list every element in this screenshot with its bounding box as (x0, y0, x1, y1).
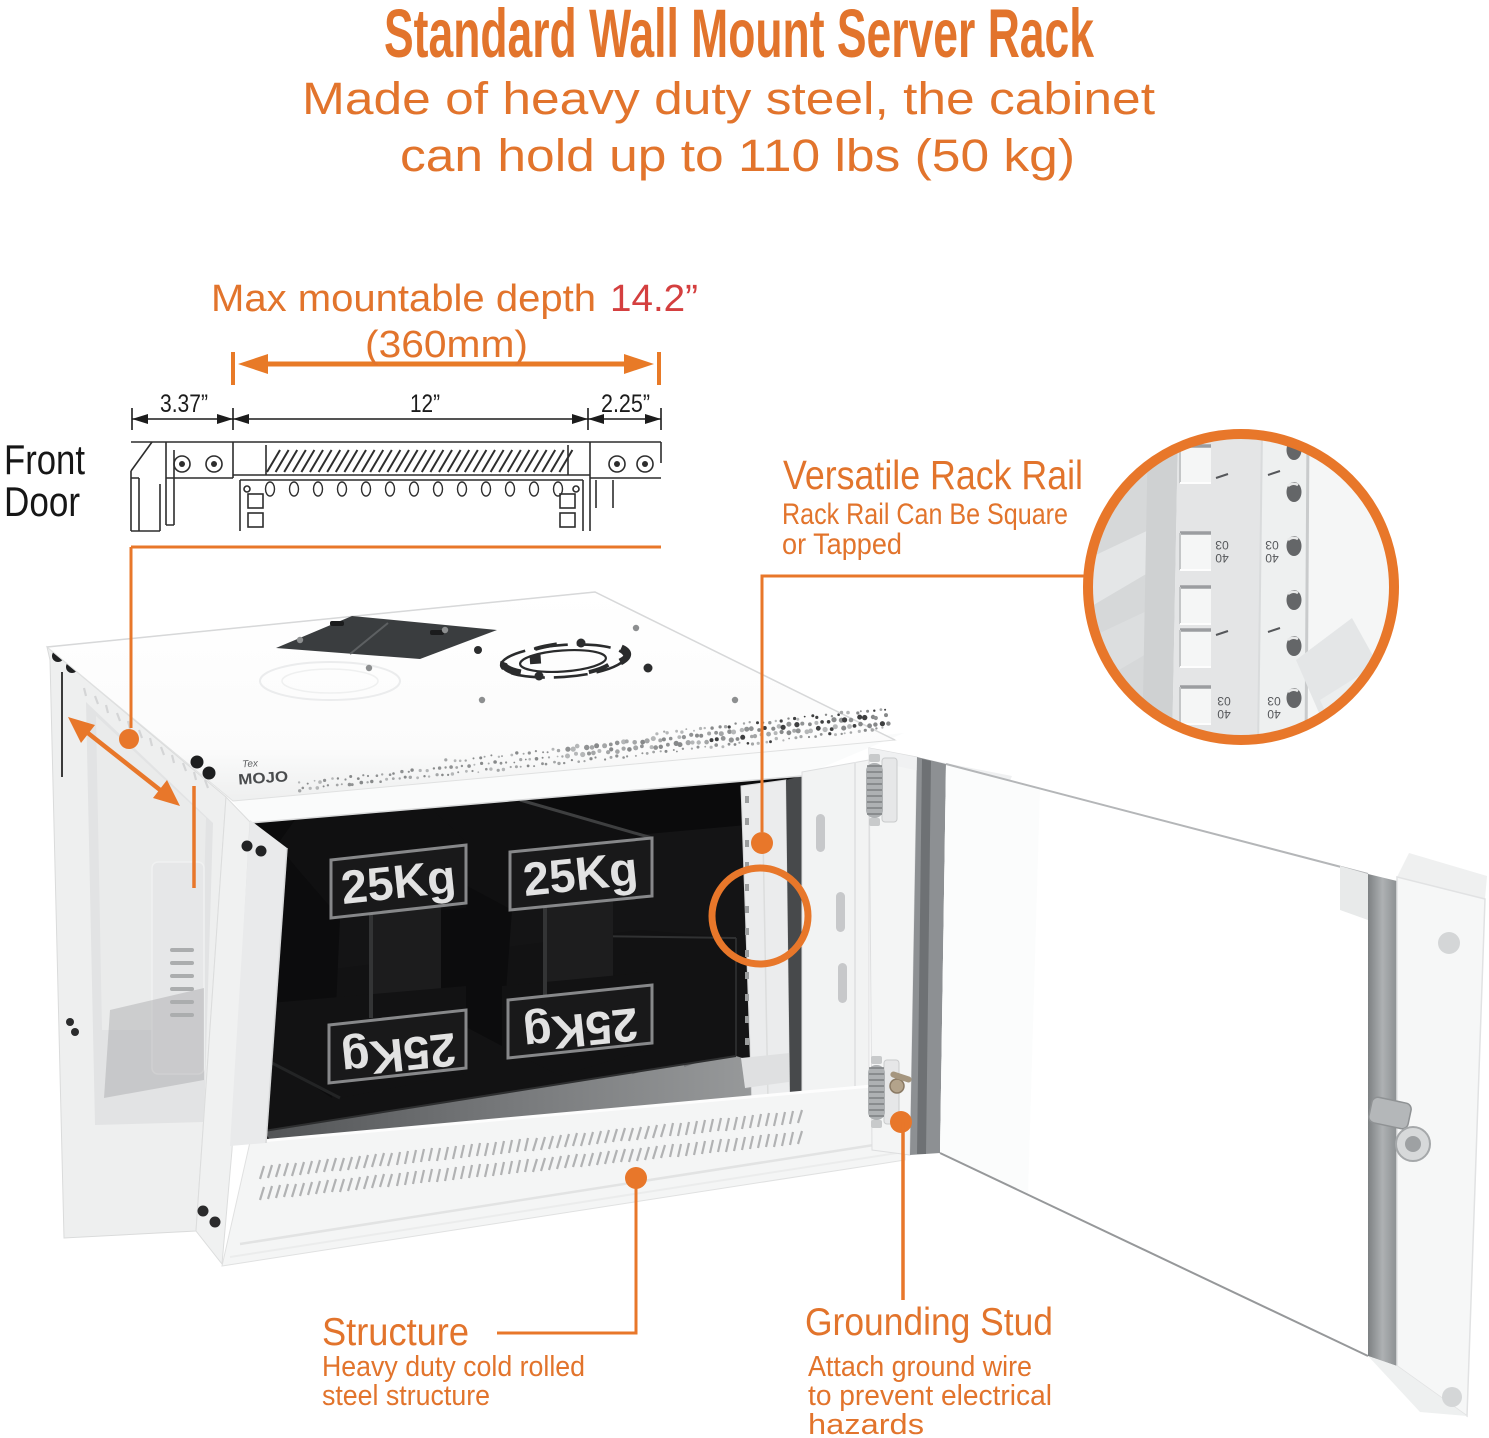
svg-text:25Kg: 25Kg (339, 1023, 459, 1088)
svg-text:Front: Front (4, 436, 85, 483)
svg-text:Door: Door (4, 478, 80, 525)
svg-text:steel structure: steel structure (322, 1380, 490, 1412)
svg-text:hazards: hazards (808, 1409, 924, 1438)
svg-text:40: 40 (1217, 707, 1231, 721)
svg-text:Tex: Tex (242, 758, 259, 770)
svg-text:2.25”: 2.25” (601, 390, 650, 418)
svg-text:Heavy duty cold rolled: Heavy duty cold rolled (322, 1351, 585, 1383)
svg-text:or Tapped: or Tapped (782, 528, 902, 561)
svg-text:40: 40 (1267, 707, 1281, 721)
svg-text:03: 03 (1267, 694, 1281, 708)
svg-text:Max mountable depth: Max mountable depth (211, 278, 596, 320)
svg-text:Grounding Stud: Grounding Stud (805, 1301, 1053, 1344)
svg-text:14.2”: 14.2” (610, 278, 698, 320)
svg-text:03: 03 (1215, 538, 1229, 552)
svg-text:Versatile Rack Rail: Versatile Rack Rail (783, 452, 1083, 498)
svg-text:Made of heavy duty steel, the: Made of heavy duty steel, the cabinet (302, 73, 1156, 124)
svg-text:25Kg: 25Kg (520, 841, 640, 906)
svg-text:03: 03 (1265, 538, 1279, 552)
svg-text:can hold up to 110 lbs (50 kg): can hold up to 110 lbs (50 kg) (400, 130, 1075, 181)
svg-text:Standard Wall Mount Server Rac: Standard Wall Mount Server Rack (384, 0, 1094, 72)
svg-text:Attach ground wire: Attach ground wire (808, 1351, 1032, 1383)
svg-text:40: 40 (1215, 551, 1229, 565)
svg-text:25Kg: 25Kg (521, 998, 641, 1063)
svg-text:Structure: Structure (322, 1311, 469, 1354)
svg-text:25Kg: 25Kg (338, 849, 458, 914)
svg-text:40: 40 (1265, 551, 1279, 565)
svg-text:3.37”: 3.37” (160, 390, 208, 418)
svg-text:03: 03 (1217, 694, 1231, 708)
svg-text:MOJO: MOJO (238, 768, 289, 788)
svg-text:12”: 12” (410, 390, 440, 418)
svg-text:(360mm): (360mm) (365, 324, 528, 366)
svg-text:to prevent electrical: to prevent electrical (808, 1380, 1052, 1412)
svg-text:Rack Rail Can Be Square: Rack Rail Can Be Square (782, 498, 1068, 531)
